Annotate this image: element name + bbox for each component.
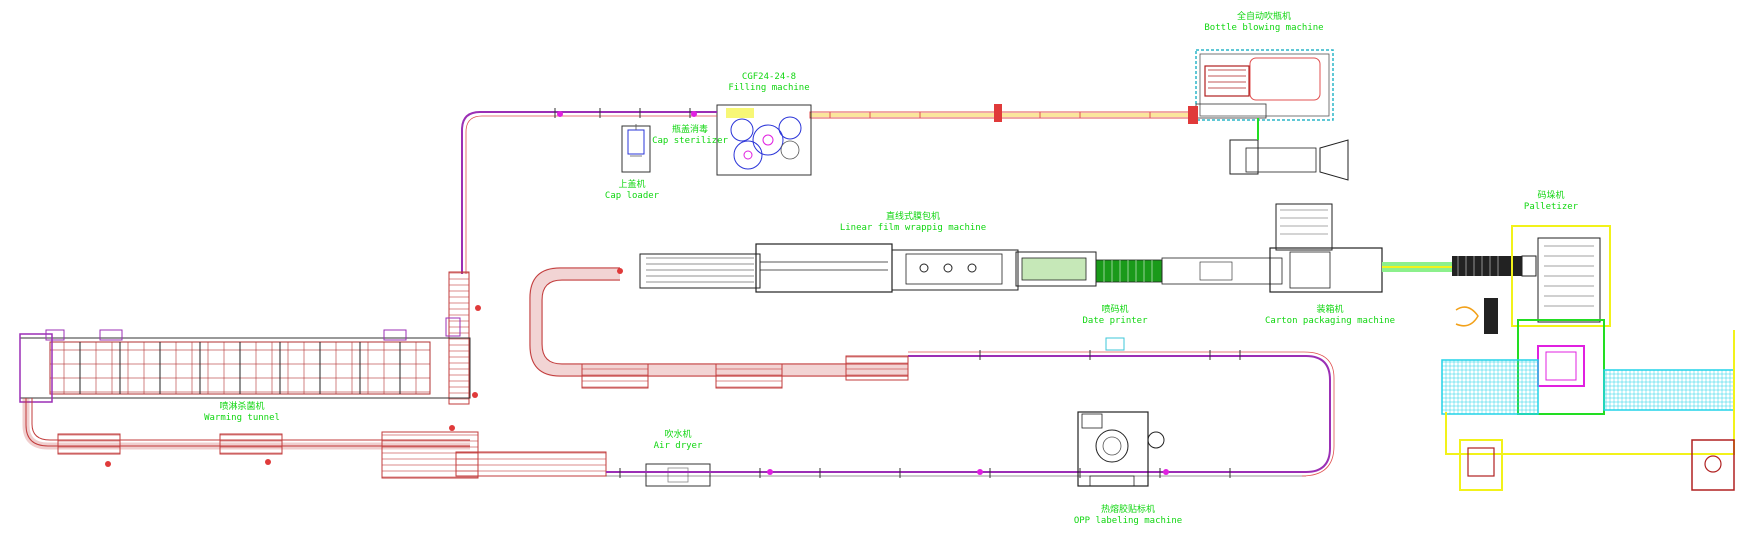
air-dryer-cn: 吹水机 — [664, 430, 692, 440]
air-dryer — [645, 463, 711, 487]
film-wrapping-label: 直线式膜包机 Linear film wrappig machine — [840, 212, 986, 234]
warming-tunnel-cn: 喷淋杀菌机 — [219, 402, 265, 412]
date-printer-label: 喷码机 Date printer — [1082, 305, 1147, 327]
chain-conveyor-upper — [461, 108, 717, 274]
bottle-blowing-en: Bottle blowing machine — [1204, 23, 1324, 33]
air-dryer-label: 吹水机 Air dryer — [654, 430, 703, 452]
filling-machine — [716, 104, 812, 176]
date-printer-cn: 喷码机 — [1101, 305, 1129, 315]
filling-cn: CGF24-24-8 — [741, 72, 797, 82]
cap-sterilizer-en: Cap sterilizer — [652, 136, 728, 146]
cap-feeder-elevator — [1229, 118, 1349, 181]
palletizer-label: 码垛机 Palletizer — [1524, 191, 1578, 213]
cap-loader-en: Cap loader — [604, 191, 660, 201]
filling-label: CGF24-24-8 Filling machine — [728, 72, 809, 94]
air-dryer-en: Air dryer — [653, 441, 703, 451]
carton-packaging-en: Carton packaging machine — [1264, 316, 1396, 326]
warming-tunnel — [19, 329, 471, 403]
cap-loader-label: 上盖机 Cap loader — [605, 180, 659, 202]
warming-tunnel-en: Warming tunnel — [204, 413, 280, 423]
air-conveyor-top — [809, 104, 1198, 124]
conveyor-middle-bend — [529, 267, 909, 389]
cap-sterilizer-cn: 瓶盖消毒 — [671, 125, 709, 135]
cap-loader-cn: 上盖机 — [618, 180, 646, 190]
palletizer — [1441, 225, 1735, 491]
bottle-blowing-label: 全自动吹瓶机 Bottle blowing machine — [1204, 12, 1323, 34]
carton-packaging-cn: 装箱机 — [1316, 305, 1344, 315]
film-wrapping-en: Linear film wrappig machine — [839, 223, 987, 233]
filling-en: Filling machine — [728, 83, 810, 93]
palletizer-en: Palletizer — [1523, 202, 1579, 212]
opp-labeling-machine — [1077, 411, 1165, 487]
opp-labeling-cn: 热熔胶贴标机 — [1100, 505, 1155, 515]
film-wrapping-cn: 直线式膜包机 — [885, 212, 940, 222]
opp-labeling-en: OPP labeling machine — [1073, 516, 1183, 526]
bottle-blowing-cn: 全自动吹瓶机 — [1236, 12, 1291, 22]
carton-packaging-machine — [1269, 203, 1452, 293]
bottle-blowing-machine — [1195, 49, 1334, 121]
film-wrapping-machine — [639, 243, 1283, 293]
warming-tunnel-label: 喷淋杀菌机 Warming tunnel — [204, 402, 280, 424]
chain-conveyor-bottom — [606, 468, 1306, 478]
cap-sterilizer-label: 瓶盖消毒 Cap sterilizer — [652, 125, 728, 147]
cap-loader — [621, 124, 651, 173]
date-printer-en: Date printer — [1082, 316, 1148, 326]
palletizer-cn: 码垛机 — [1537, 191, 1565, 201]
chain-conveyor-return — [908, 337, 1335, 477]
carton-packaging-label: 装箱机 Carton packaging machine — [1265, 305, 1395, 327]
opp-labeling-label: 热熔胶贴标机 OPP labeling machine — [1074, 505, 1182, 527]
chain-conveyor-lower-left — [22, 398, 607, 479]
